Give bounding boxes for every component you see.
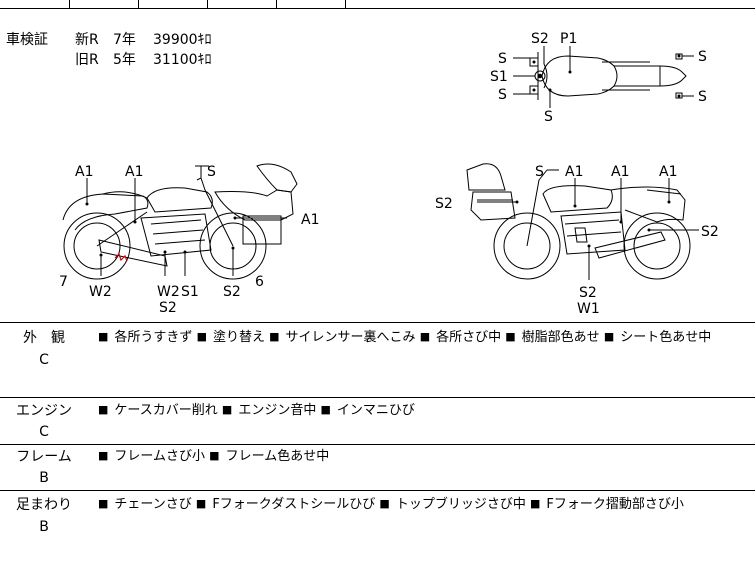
inspection-row-new: 新R 7年 39900ｷﾛ	[75, 29, 212, 49]
label-s: S	[544, 109, 553, 125]
label-6: 6	[255, 274, 264, 290]
note-item: ケースカバー削れ	[114, 403, 218, 418]
inspection-label: 車検証	[6, 32, 48, 48]
label-a1: A1	[301, 212, 319, 228]
row-divider	[0, 490, 755, 491]
top-divider	[345, 0, 346, 8]
label-a1: A1	[565, 164, 583, 180]
label-s1: S1	[181, 284, 199, 300]
motorcycle-left-side-diagram: A1 A1 S A1 7 W2 W2 S1 S2 S2 6	[59, 163, 319, 316]
bullet-icon: ■	[529, 497, 541, 510]
bullet-icon: ■	[196, 330, 207, 343]
label-a1: A1	[611, 164, 629, 180]
label-s: S	[698, 89, 707, 105]
label-s2: S2	[435, 196, 453, 212]
bullet-icon: ■	[269, 330, 280, 343]
label-p1: P1	[560, 31, 577, 47]
note-item: Fフォーク摺動部さび小	[546, 497, 684, 512]
label-s: S	[698, 49, 707, 65]
note-item: 塗り替え	[212, 330, 265, 345]
label-w2: W2	[89, 284, 112, 300]
bullet-icon: ■	[98, 403, 109, 416]
top-divider	[138, 0, 139, 8]
section-grade-engine: C	[39, 424, 49, 440]
label-s: S	[498, 87, 507, 103]
bullet-icon: ■	[505, 330, 516, 343]
label-s2: S2	[159, 300, 177, 316]
motorcycle-right-side-diagram: S A1 A1 A1 S2 S2 S2 W1	[435, 163, 719, 317]
note-item: エンジン音中	[238, 403, 317, 418]
label-a1: A1	[125, 164, 143, 180]
note-item: フレームさび小	[114, 449, 206, 464]
inspection-row-old: 旧R 5年 31100ｷﾛ	[75, 49, 212, 69]
bullet-icon: ■	[379, 497, 390, 510]
label-s2: S2	[579, 285, 597, 301]
inspection-mileage: 39900ｷﾛ	[153, 32, 212, 48]
section-grade-exterior: C	[39, 352, 49, 368]
top-divider	[69, 0, 70, 8]
section-name-exterior: 外 観	[23, 330, 65, 346]
label-s1: S1	[490, 69, 508, 85]
section-name-frame: フレーム	[16, 449, 72, 465]
row-divider	[0, 444, 755, 445]
label-a1: A1	[659, 164, 677, 180]
bullet-icon: ■	[195, 497, 207, 510]
label-w2: W2	[157, 284, 180, 300]
label-w1: W1	[577, 301, 600, 317]
label-s: S	[498, 51, 507, 67]
inspection-era: 旧R	[75, 52, 99, 68]
row-divider	[0, 322, 755, 323]
bullet-icon: ■	[209, 449, 220, 462]
inspection-year: 5年	[113, 52, 136, 68]
section-notes-suspension: ■チェーンさび ■Fフォークダストシールひび ■トップブリッジさび中 ■Fフォー…	[98, 493, 750, 517]
bullet-icon: ■	[98, 497, 109, 510]
bullet-icon: ■	[221, 403, 233, 416]
label-a1: A1	[75, 164, 93, 180]
bullet-icon: ■	[603, 330, 615, 343]
note-item: 樹脂部色あせ	[521, 330, 600, 345]
bullet-icon: ■	[419, 330, 431, 343]
note-item: 各所さび中	[436, 330, 502, 345]
inspection-era: 新R	[75, 32, 99, 48]
bullet-icon: ■	[98, 449, 109, 462]
note-item: 各所うすきず	[114, 330, 193, 345]
note-item: チェーンさび	[114, 497, 192, 512]
note-item: トップブリッジさび中	[395, 497, 526, 512]
label-s: S	[207, 164, 216, 180]
top-divider	[207, 0, 208, 8]
note-item: シート色あせ中	[620, 330, 712, 345]
section-name-suspension: 足まわり	[16, 497, 72, 513]
note-item: サイレンサー裏へこみ	[285, 330, 416, 345]
label-s2: S2	[701, 224, 719, 240]
label-7: 7	[59, 274, 68, 290]
row-divider	[0, 397, 755, 398]
motorcycle-top-view-diagram: S S1 S S2 P1 S S S	[490, 31, 707, 125]
label-s2: S2	[223, 284, 241, 300]
inspection-mileage: 31100ｷﾛ	[153, 52, 212, 68]
section-name-engine: エンジン	[16, 403, 72, 419]
section-grade-suspension: B	[39, 519, 49, 535]
note-item: インマニひび	[336, 403, 415, 418]
row-divider	[0, 8, 755, 9]
section-notes-exterior: ■各所うすきず ■塗り替え ■サイレンサー裏へこみ ■各所さび中 ■樹脂部色あせ…	[98, 326, 750, 350]
label-s2: S2	[531, 31, 549, 47]
bullet-icon: ■	[320, 403, 331, 416]
note-item: Fフォークダストシールひび	[212, 497, 376, 512]
section-grade-frame: B	[39, 470, 49, 486]
top-divider	[276, 0, 277, 8]
section-notes-frame: ■フレームさび小 ■フレーム色あせ中	[98, 445, 750, 469]
bullet-icon: ■	[98, 330, 109, 343]
inspection-year: 7年	[113, 32, 136, 48]
label-s: S	[535, 164, 544, 180]
section-notes-engine: ■ケースカバー削れ ■エンジン音中 ■インマニひび	[98, 399, 750, 423]
note-item: フレーム色あせ中	[225, 449, 330, 464]
